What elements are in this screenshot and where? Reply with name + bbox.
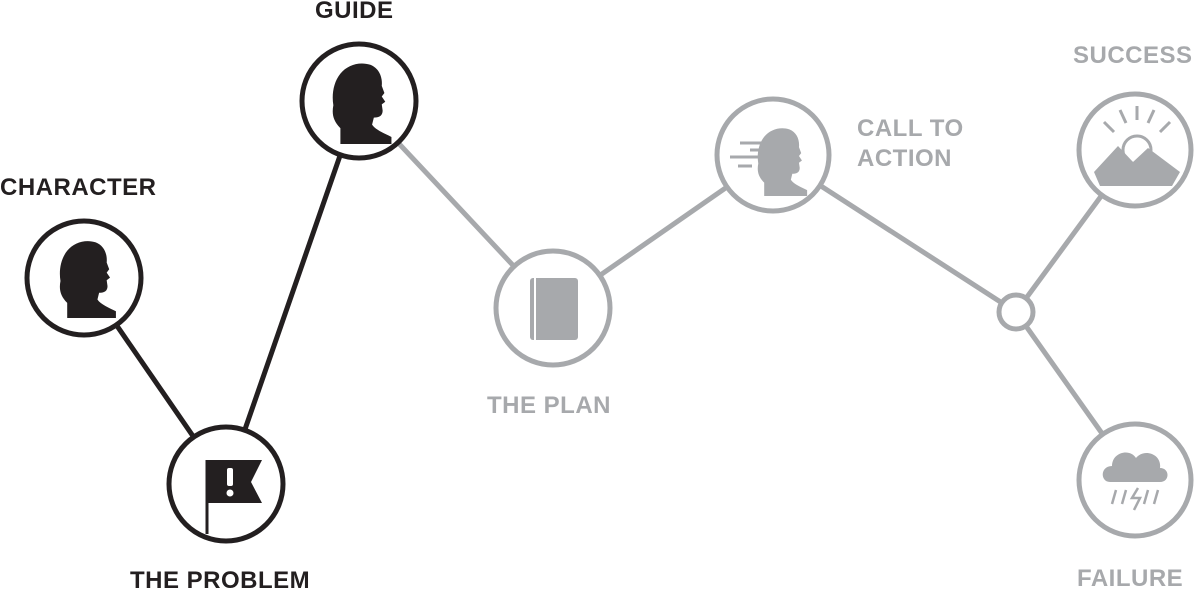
node-character — [24, 218, 144, 338]
node-guide — [299, 41, 419, 161]
node-problem — [166, 424, 286, 544]
label-cta-line2: ACTION — [857, 145, 952, 172]
label-cta-line1: CALL TO — [857, 115, 964, 142]
node-success — [1076, 91, 1194, 209]
label-plan: THE PLAN — [487, 392, 611, 419]
node-plan — [493, 248, 613, 368]
storm-cloud-icon — [1102, 452, 1168, 511]
person-moving-icon — [730, 128, 808, 196]
book-icon — [530, 278, 578, 340]
decision-junction — [996, 292, 1036, 332]
node-failure — [1076, 421, 1194, 539]
label-character: CHARACTER — [0, 174, 157, 201]
connector-problem-guide — [223, 100, 362, 485]
label-success: SUCCESS — [1073, 42, 1193, 69]
label-guide: GUIDE — [315, 0, 394, 24]
node-cta — [714, 96, 832, 214]
flag-exclamation-icon — [205, 460, 262, 534]
label-problem: THE PROBLEM — [130, 567, 311, 594]
label-failure: FAILURE — [1077, 565, 1184, 592]
